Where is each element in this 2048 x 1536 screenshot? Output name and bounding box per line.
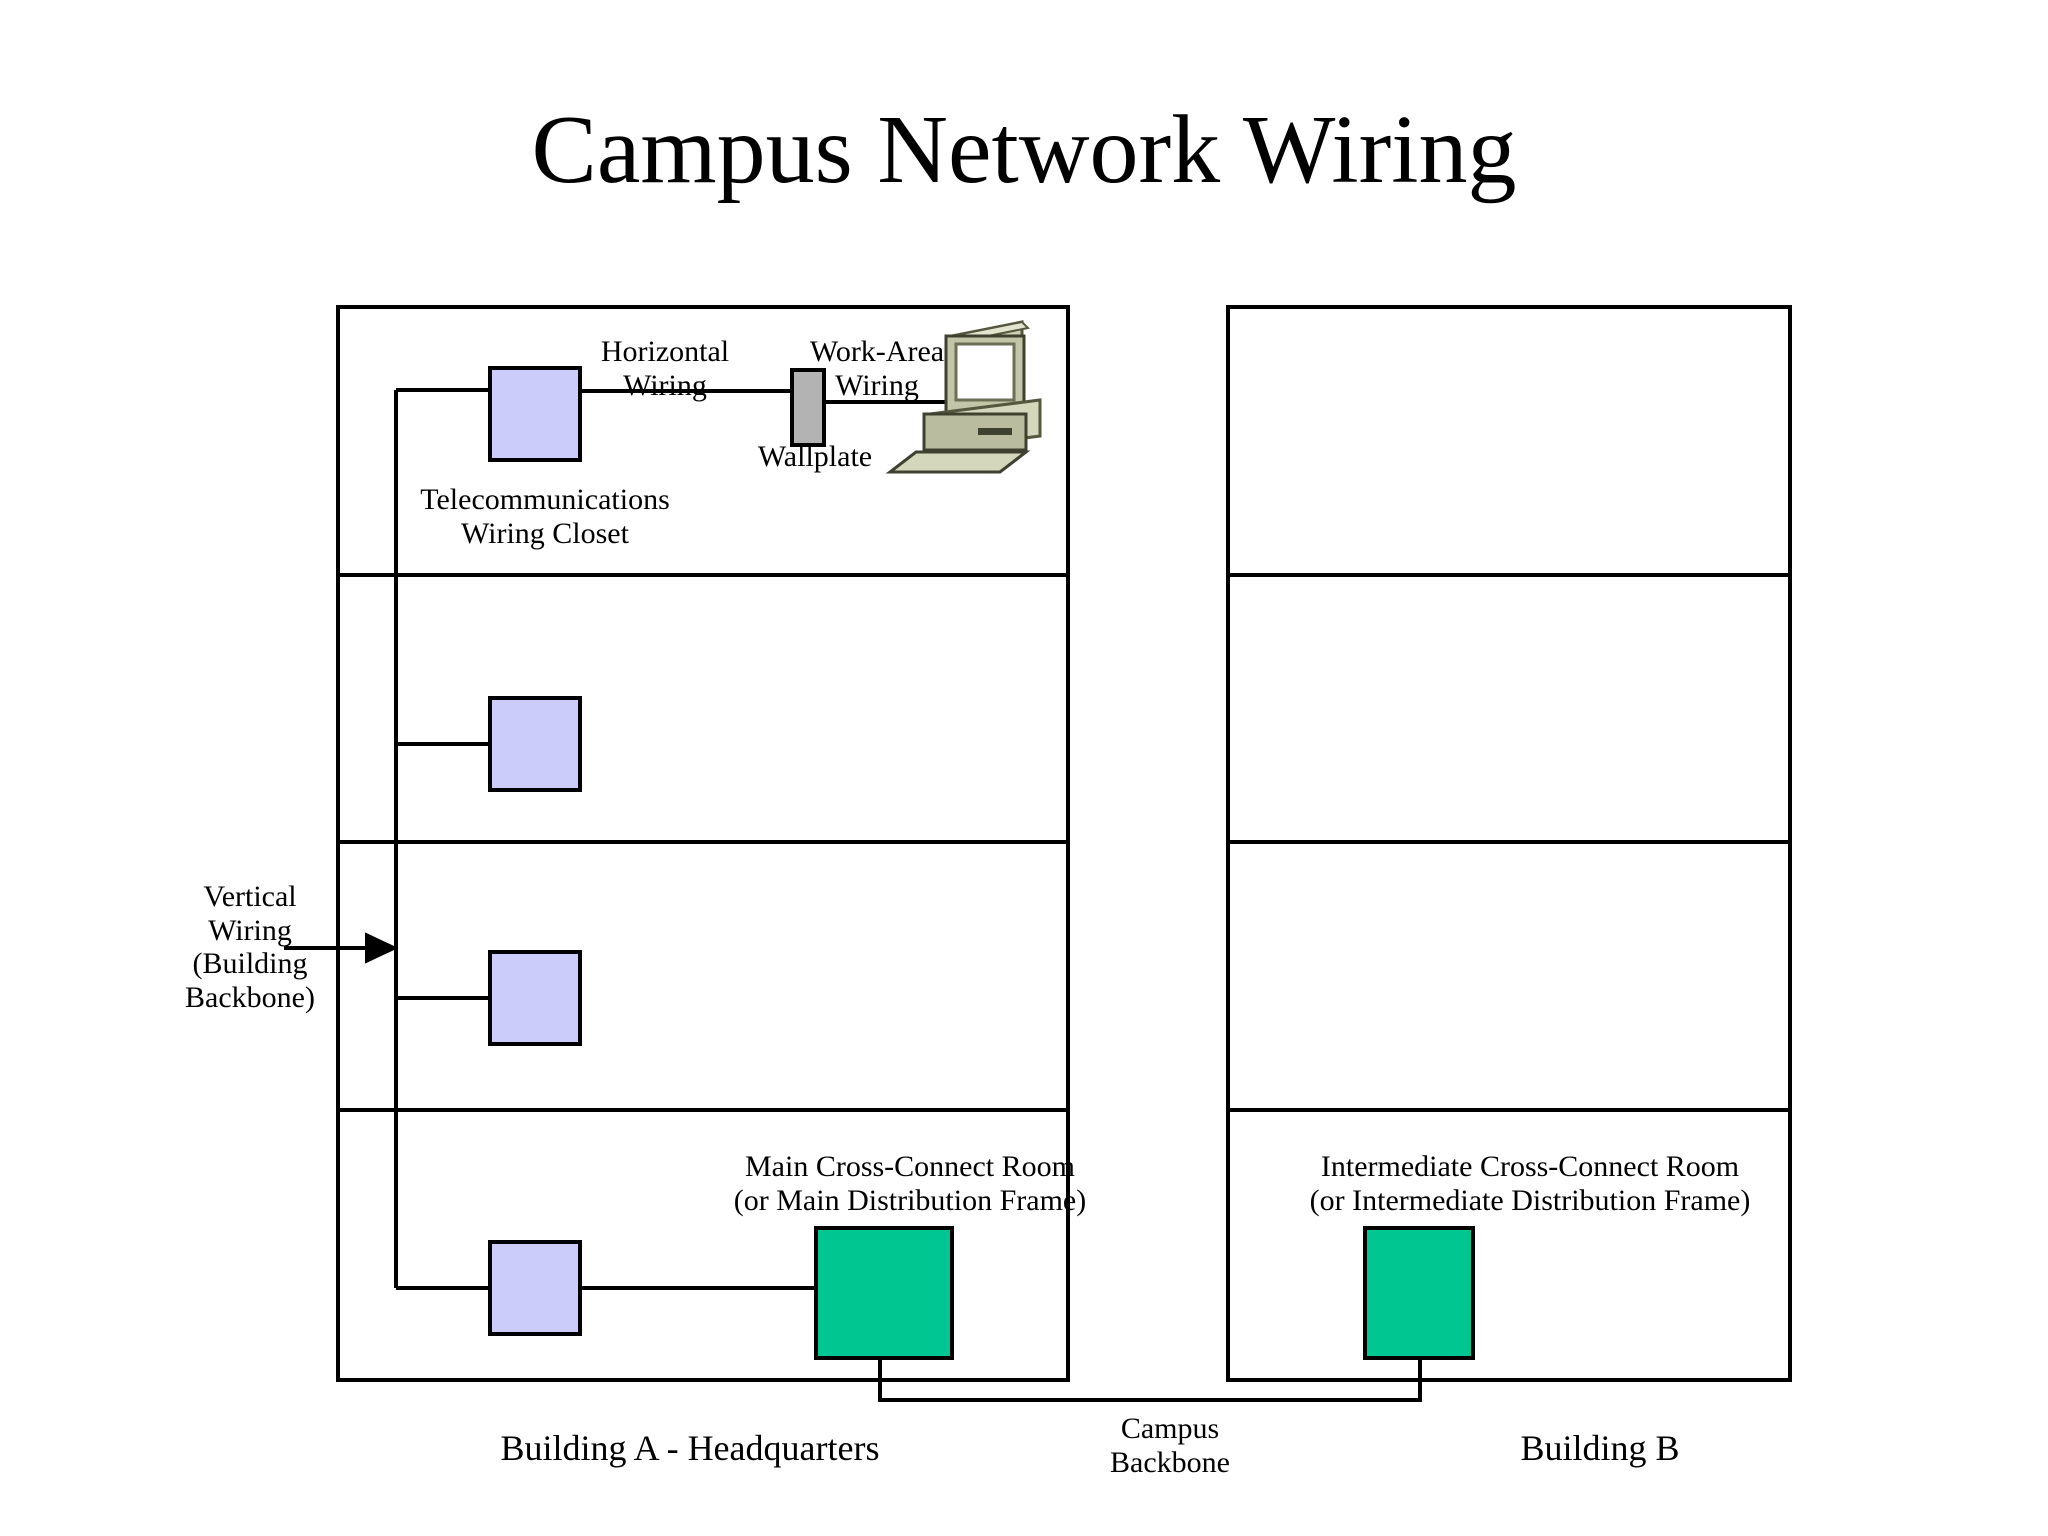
page-title: Campus Network Wiring [531, 96, 1517, 204]
label-intermediate-cross-connect-room: Intermediate Cross-Connect Room (or Inte… [1309, 1150, 1751, 1217]
label-main-cross-connect-room: Main Cross-Connect Room (or Main Distrib… [733, 1150, 1087, 1217]
vertical-wiring-arrow-head [365, 932, 399, 964]
label-work-area-wiring: Work-Area Wiring [809, 335, 945, 402]
label-vertical-wiring: Vertical Wiring (Building Backbone) [185, 880, 315, 1014]
telecom-closet-floor-2[interactable] [488, 696, 582, 792]
label-building-b: Building B [1520, 1428, 1680, 1468]
label-building-a: Building A - Headquarters [500, 1428, 880, 1468]
workstation-computer-icon[interactable] [885, 320, 1042, 474]
intermediate-distribution-frame[interactable] [1363, 1226, 1475, 1360]
label-campus-backbone: Campus Backbone [1110, 1412, 1230, 1479]
label-horizontal-wiring: Horizontal Wiring [600, 335, 730, 402]
telecom-closet-floor-3[interactable] [488, 950, 582, 1046]
telecom-closet-floor-1[interactable] [488, 366, 582, 462]
label-wallplate: Wallplate [757, 440, 873, 473]
telecom-closet-floor-4[interactable] [488, 1240, 582, 1336]
label-telecom-wiring-closet: Telecommunications Wiring Closet [420, 483, 670, 550]
wallplate-icon[interactable] [790, 368, 826, 447]
campus-backbone-link [878, 1358, 1422, 1402]
main-distribution-frame[interactable] [814, 1226, 954, 1360]
